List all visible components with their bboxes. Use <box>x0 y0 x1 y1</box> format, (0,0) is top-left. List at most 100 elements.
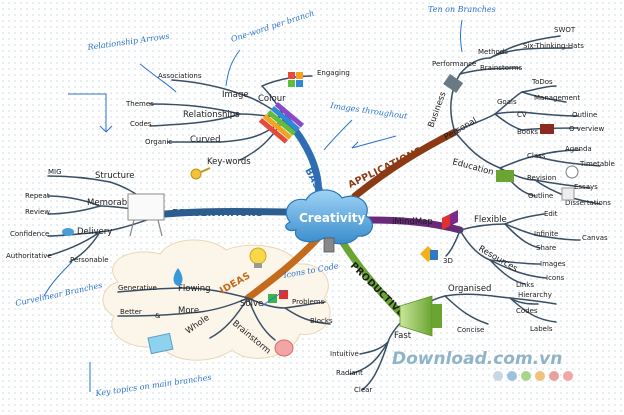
app-performance: Performance <box>432 60 476 68</box>
app-swot: SWOT <box>554 26 576 34</box>
ideas-branch-line <box>244 232 324 302</box>
note-images-throughout: Images throughout <box>329 101 409 121</box>
app-goals: Goals <box>497 98 517 106</box>
imm-links: Links <box>516 281 534 289</box>
app-overview: O verview <box>569 125 604 133</box>
productive-sub-lines <box>349 293 557 391</box>
laptop-icon <box>443 74 464 94</box>
ideas-sub-lines <box>117 287 331 341</box>
prod-radiant: Radiant <box>336 369 363 377</box>
delivery-pill-icon <box>62 228 74 236</box>
app-class: Class <box>527 152 546 160</box>
app-six-thinking-hats: Six-Thinking-Hats <box>523 42 584 50</box>
chalkboard-icon <box>496 170 514 182</box>
presentations-branch-line <box>161 208 304 218</box>
basics-organic: Organic <box>145 138 172 146</box>
imm-canvas: Canvas <box>582 234 608 242</box>
ideas-problems: Problems <box>292 298 325 306</box>
imm-3d: 3D <box>443 257 453 265</box>
imm-images: Images <box>540 260 566 268</box>
branch-imindmap-label: iMindMap <box>392 217 433 227</box>
central-topic: Creativity <box>299 211 365 225</box>
ideas-ampersand: & <box>155 312 161 320</box>
pres-memorable: Memorable <box>87 198 135 208</box>
prod-labels: Labels <box>530 325 553 333</box>
basics-curved: Curved <box>190 135 220 145</box>
ideas-flowing: Flowing <box>178 284 211 294</box>
branch-productive-label: PRODUCTIVE <box>348 260 407 319</box>
pres-authoritative: Authoritative <box>6 252 52 260</box>
colour-palette-icon <box>288 72 303 87</box>
note-curvelinear: Curvelinear Branches <box>15 281 104 308</box>
imm-resources: Resources <box>477 244 520 275</box>
prod-hierarchy: Hierarchy <box>518 291 552 299</box>
ideas-better: Better <box>120 308 142 316</box>
app-management: Management <box>534 94 580 102</box>
colour-pencils-icon <box>258 102 305 144</box>
prod-concise: Concise <box>457 326 484 334</box>
app-dissertations: Dissertations <box>565 199 611 207</box>
note-key-topics: Key topics on main branches <box>94 373 212 398</box>
app-outline-1: Outline <box>572 111 597 119</box>
app-timetable: Timetable <box>579 160 615 168</box>
note-ten-branches: Ten on Branches <box>428 5 496 14</box>
prod-codes: Codes <box>516 307 538 315</box>
imm-icons: Icons <box>546 274 565 282</box>
app-outline-2: Outline <box>528 192 553 200</box>
imm-share: Share <box>536 244 556 252</box>
imindmap-branch-line <box>364 216 464 234</box>
basics-relationships: Relationships <box>183 110 240 120</box>
ideas-more: More <box>178 306 199 316</box>
imindmap-logo-icon <box>442 210 458 230</box>
pres-confidence: Confidence <box>10 230 49 238</box>
ideas-generative: Generative <box>118 284 157 292</box>
clock-icon <box>565 165 579 179</box>
imm-infinite: Infinite <box>534 230 558 238</box>
water-drop-icon <box>173 268 183 286</box>
imindmap-sub-lines <box>445 213 581 285</box>
center-cylinder-icon <box>323 237 335 253</box>
pres-repeat: Repeat <box>25 192 50 200</box>
brain-icon <box>274 339 294 357</box>
applications-branch-line <box>351 128 459 200</box>
ideas-blocks: Blocks <box>310 317 333 325</box>
pres-structure: Structure <box>95 171 135 181</box>
branch-applications-label: APPLICATIONS <box>346 145 424 190</box>
basics-associations: Associations <box>158 72 202 80</box>
basics-image: Image <box>222 90 249 100</box>
basics-keywords: Key-words <box>207 157 251 167</box>
app-essays: Essays <box>574 183 598 191</box>
key-icon <box>190 167 211 180</box>
pres-mig: MIG <box>48 168 62 176</box>
lightbulb-icon <box>249 247 267 268</box>
app-revision: Revision <box>527 174 556 182</box>
app-education: Education <box>451 157 494 178</box>
pres-delivery: Delivery <box>77 227 112 237</box>
basics-themes: Themes <box>125 100 154 108</box>
branch-presentations-label: PRESENTATIONS <box>172 208 263 219</box>
app-books: Books <box>517 128 538 136</box>
ideas-solve: Solve <box>240 299 263 309</box>
watermark-text: Download.com.vn <box>392 349 562 369</box>
app-agenda: Agenda <box>565 145 592 153</box>
imm-edit: Edit <box>544 210 558 218</box>
prod-fast: Fast <box>394 331 412 341</box>
app-methods: Methods <box>478 48 508 56</box>
basics-colour: Colour <box>258 94 286 104</box>
basics-engaging: Engaging <box>317 69 350 77</box>
note-arrows <box>43 19 463 392</box>
note-relationship-arrows: Relationship Arrows <box>86 32 170 53</box>
prod-organised: Organised <box>448 284 491 294</box>
app-brainstorms: Brainstorms <box>480 64 523 72</box>
imm-flexible: Flexible <box>474 215 507 225</box>
picture-icon <box>147 332 174 355</box>
document-icon <box>561 187 575 201</box>
basics-codes: Codes <box>130 120 152 128</box>
funnel-icon <box>399 295 442 337</box>
productive-branch-line <box>336 234 409 322</box>
books-icon <box>540 124 554 134</box>
app-cv: CV <box>517 111 527 119</box>
3d-shapes-icon <box>420 246 438 262</box>
